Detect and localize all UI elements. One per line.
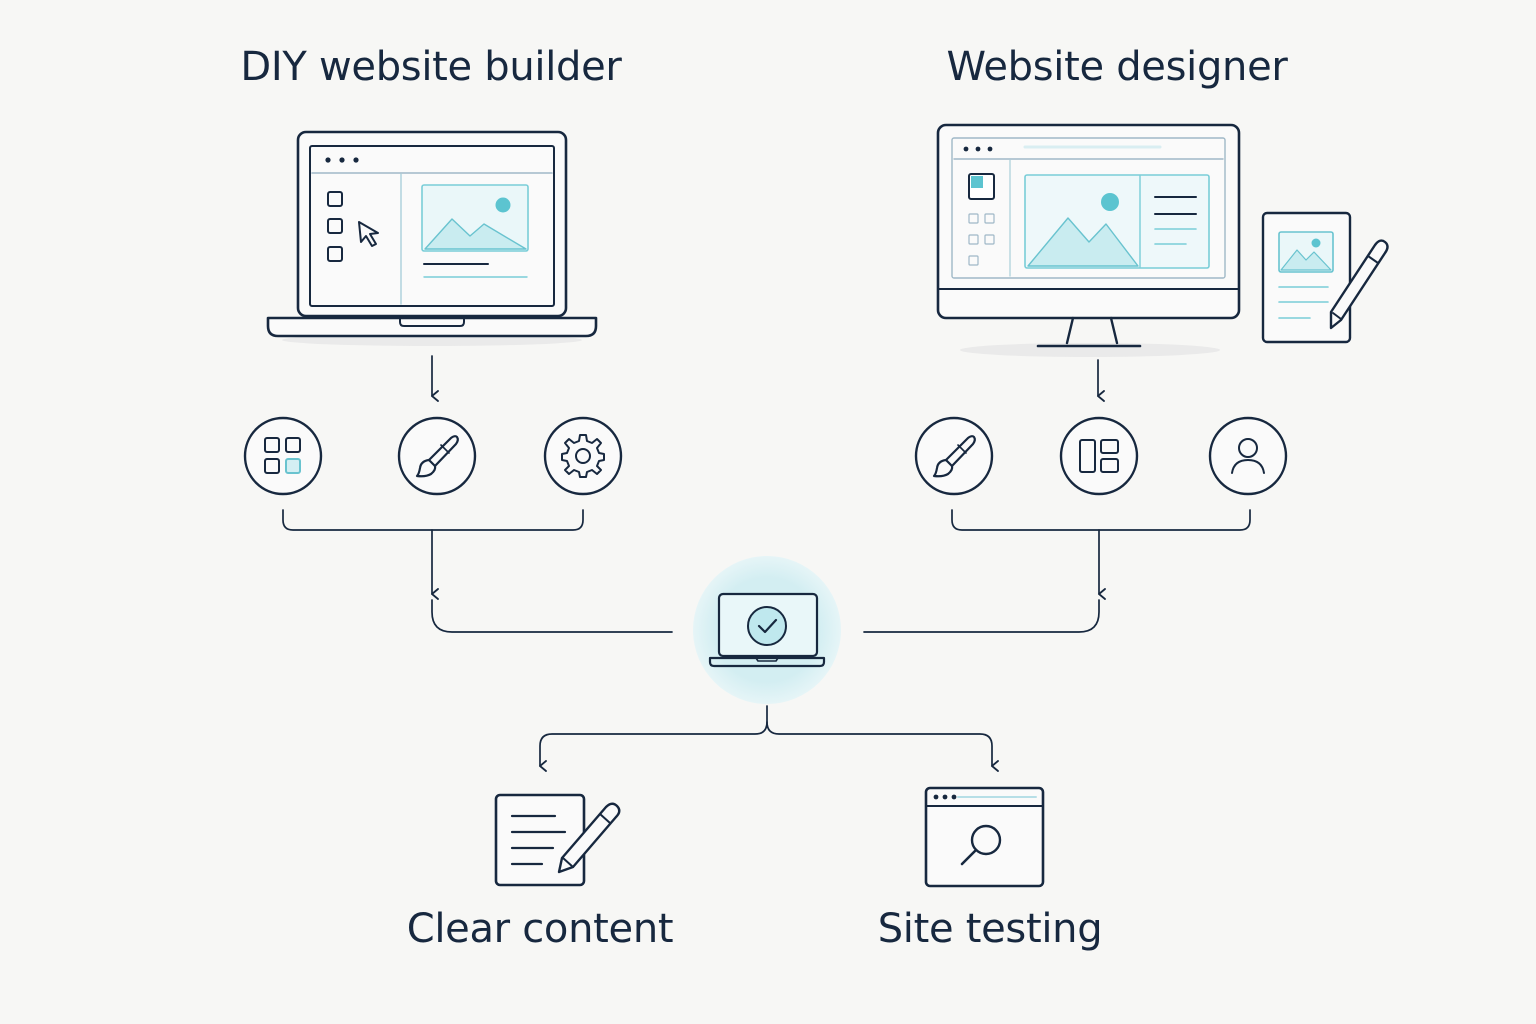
paintbrush-icon	[914, 416, 994, 496]
diy-builder-title: DIY website builder	[240, 44, 622, 90]
desktop-monitor-icon	[936, 123, 1241, 357]
connector-lines	[282, 355, 1251, 772]
paintbrush-icon	[397, 416, 477, 496]
browser-search-icon	[924, 786, 1045, 888]
layout-icon	[1059, 416, 1139, 496]
user-icon	[1208, 416, 1288, 496]
clear-content-label: Clear content	[406, 906, 674, 952]
gear-icon	[543, 416, 623, 496]
laptop-check-icon	[693, 556, 841, 704]
mockup-document-pencil-icon	[1261, 211, 1389, 344]
laptop-builder-icon	[266, 130, 598, 346]
document-pencil-icon	[494, 793, 621, 887]
grid-apps-icon	[243, 416, 323, 496]
website-designer-title: Website designer	[946, 44, 1288, 90]
site-testing-label: Site testing	[877, 906, 1103, 952]
